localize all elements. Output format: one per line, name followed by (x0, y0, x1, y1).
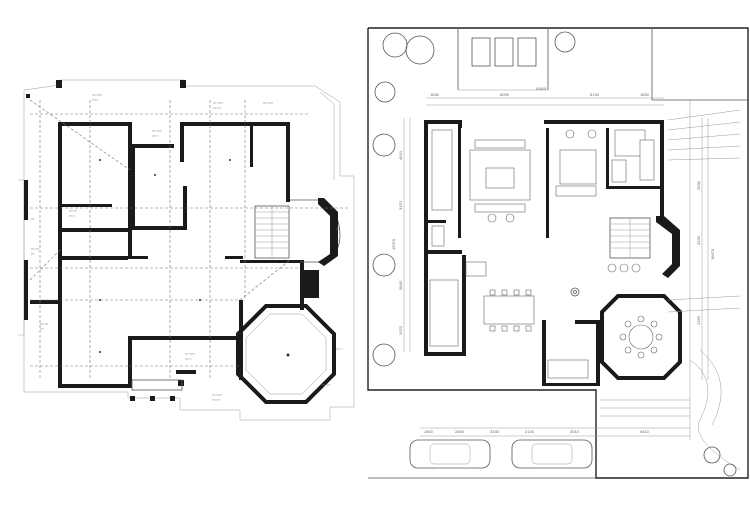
dim-left-2: 3370 (398, 200, 403, 210)
dim-bottom-2: 2840 (455, 429, 465, 434)
dim-right-4: 1360 (696, 315, 701, 325)
svg-text:━━: ━━ (39, 327, 44, 331)
svg-text:━━ ━━: ━━ ━━ (68, 209, 77, 213)
svg-text:━━ ━━: ━━ ━━ (30, 247, 39, 251)
dim-top-3: 13400 (535, 86, 547, 91)
dim-top-2: 6000 (500, 92, 510, 97)
svg-text:━━ ━━━: ━━ ━━━ (151, 129, 162, 133)
svg-text:━━ ━━: ━━ ━━ (211, 398, 220, 402)
tree-icon (372, 31, 576, 367)
dim-bottom-4: 2130 (525, 429, 535, 434)
dim-bottom-6: 4610 (640, 429, 650, 434)
svg-text:━━: ━━ (335, 227, 340, 231)
dim-top-5: 1830 (640, 92, 650, 97)
svg-text:━━: ━━ (30, 252, 35, 256)
dim-left-3: 15370 (391, 238, 396, 250)
dim-bottom-1: 1800 (424, 429, 434, 434)
svg-text:━━ ━: ━━ ━ (91, 98, 98, 102)
svg-text:━━ ━━━: ━━ ━━━ (211, 393, 222, 397)
svg-text:━━ ━: ━━ ━ (335, 347, 342, 351)
dim-left-5: 3370 (398, 325, 403, 335)
dim-top-4: 5130 (590, 92, 600, 97)
svg-text:━━ ━━: ━━ ━━ (39, 322, 48, 326)
left-room-labels: 客厅 (95, 166, 101, 171)
dim-right-2: 3330 (696, 235, 701, 245)
dim-right-3: 16670 (710, 248, 715, 260)
dim-top-1: 1830 (430, 92, 440, 97)
dim-right-1: 3930 (696, 180, 701, 190)
right-floor-plan: 1830 6000 13400 5130 1830 4910 3370 1537… (367, 27, 749, 479)
svg-text:━━ ━: ━━ ━ (68, 214, 75, 218)
dim-bottom-3: 3330 (490, 429, 500, 434)
dim-left-4: 5840 (398, 280, 403, 290)
svg-text:━━ ━: ━━ ━ (184, 357, 191, 361)
svg-text:━━ ━━━: ━━ ━━━ (212, 101, 223, 105)
svg-text:━━ ━━: ━━ ━━ (212, 106, 221, 110)
left-floor-plan: ━━ ━━━━━ ━ ━━ ━━━━━ ━━ ━━ ━━━ ━━ ━━━━━ ━… (18, 79, 355, 421)
svg-text:━━ ━━━: ━━ ━━━ (262, 101, 273, 105)
dim-bottom-5: 3010 (570, 429, 580, 434)
svg-text:━━: ━━ (30, 217, 35, 221)
dim-left-1: 4910 (398, 150, 403, 160)
svg-text:━━ ━━━: ━━ ━━━ (91, 93, 102, 97)
car-icon (409, 439, 593, 469)
svg-text:━━ ━━: ━━ ━━ (321, 383, 330, 387)
svg-text:━━ ━: ━━ ━ (151, 134, 158, 138)
svg-text:━━ ━━━: ━━ ━━━ (184, 352, 195, 356)
